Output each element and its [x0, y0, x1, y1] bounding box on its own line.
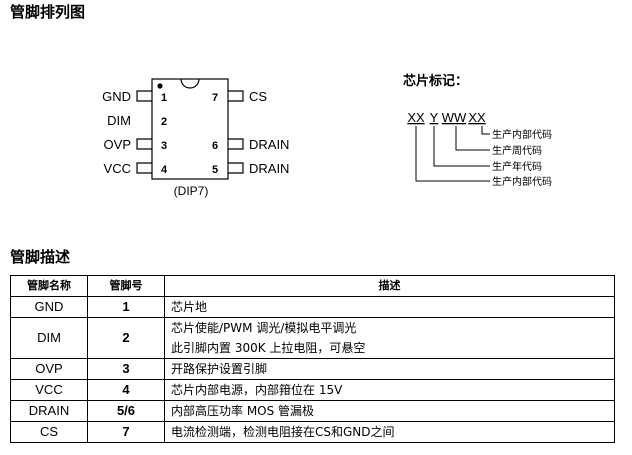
- leader-line-1: [415, 126, 490, 182]
- pin-name-cell: DRAIN: [10, 400, 88, 422]
- marking-legend-week-code: 生产周代码: [492, 144, 542, 157]
- marking-title: 芯片标记：: [403, 74, 469, 89]
- table-header-row: 管脚名称 管脚号 描述: [10, 275, 615, 297]
- pin-name-dim: DIM: [107, 113, 131, 128]
- table-row: DRAIN 5/6 内部高压功率 MOS 管漏极: [10, 400, 615, 422]
- pin-name-cell: OVP: [10, 358, 88, 380]
- pin-description-cell: 内部高压功率 MOS 管漏极: [164, 400, 615, 422]
- description-line: 芯片使能/PWM 调光/模拟电平调光: [171, 321, 357, 335]
- pin-stub-1: [136, 90, 152, 102]
- pin-num-1: 1: [161, 92, 167, 104]
- pin-name-gnd: GND: [102, 89, 131, 104]
- table-row: DIM 2 芯片使能/PWM 调光/模拟电平调光 此引脚内置 300K 上拉电阻…: [10, 317, 615, 359]
- description-line: 内部高压功率 MOS 管漏极: [171, 404, 315, 418]
- pin-name-vcc: VCC: [104, 161, 131, 176]
- pin-name-cell: GND: [10, 296, 88, 318]
- pin-num-2: 2: [161, 116, 167, 128]
- pin-stub-6: [228, 138, 244, 150]
- table-row: CS 7 电流检测端，检测电阻接在CS和GND之间: [10, 421, 615, 443]
- pin-description-cell: 芯片使能/PWM 调光/模拟电平调光 此引脚内置 300K 上拉电阻，可悬空: [164, 317, 615, 359]
- description-section-title: 管脚描述: [10, 248, 71, 266]
- pin-number-cell: 7: [87, 421, 165, 443]
- pin-name-ovp: OVP: [104, 137, 131, 152]
- pin-num-4: 4: [161, 164, 168, 176]
- pin-name-cs: CS: [249, 89, 267, 104]
- pin-stub-4: [136, 162, 152, 174]
- header-description: 描述: [164, 275, 615, 297]
- pinout-section-title: 管脚排列图: [10, 3, 86, 21]
- leader-line-2: [433, 126, 490, 167]
- table-row: OVP 3 开路保护设置引脚: [10, 358, 615, 380]
- pin-name-cell: VCC: [10, 379, 88, 401]
- header-pin-name: 管脚名称: [10, 275, 88, 297]
- marking-legend-internal-code-bottom: 生产内部代码: [492, 175, 552, 188]
- marking-code-ww: WW: [442, 110, 467, 125]
- marking-code-diagram: XX Y WW XX 生产内部代码 生产周代码 生产年代码 生产内部代码: [407, 110, 552, 188]
- chip-body: [151, 78, 229, 180]
- pin-stub-5: [228, 162, 244, 174]
- description-line: 芯片地: [171, 300, 208, 314]
- description-line: 开路保护设置引脚: [171, 362, 268, 376]
- pin-number-cell: 4: [87, 379, 165, 401]
- marking-code-xx-right: XX: [468, 110, 486, 125]
- package-label: (DIP7): [174, 184, 209, 198]
- table-row: GND 1 芯片地: [10, 296, 615, 318]
- pin-number-cell: 3: [87, 358, 165, 380]
- pin-name-cell: DIM: [10, 317, 88, 359]
- table-row: VCC 4 芯片内部电源，内部箝位在 15V: [10, 379, 615, 401]
- pin-stub-3: [136, 138, 152, 150]
- pin-num-5: 5: [212, 164, 218, 176]
- pin-number-cell: 1: [87, 296, 165, 318]
- chip-notch: [180, 78, 200, 89]
- pin-number-cell: 5/6: [87, 400, 165, 422]
- header-pin-number: 管脚号: [87, 275, 165, 297]
- pin-name-drain-5: DRAIN: [249, 161, 289, 176]
- pin-num-7: 7: [212, 92, 218, 104]
- marking-legend-internal-code-top: 生产内部代码: [492, 128, 552, 141]
- marking-code-y: Y: [430, 110, 439, 125]
- pin-num-3: 3: [161, 140, 167, 152]
- description-line: 芯片内部电源，内部箝位在 15V: [171, 383, 343, 397]
- marking-legend-year-code: 生产年代码: [492, 160, 542, 173]
- description-line: 电流检测端，检测电阻接在CS和GND之间: [171, 425, 395, 439]
- pin-number-cell: 2: [87, 317, 165, 359]
- pin1-dot: [157, 83, 163, 89]
- pin-description-cell: 电流检测端，检测电阻接在CS和GND之间: [164, 421, 615, 443]
- leader-line-4: [481, 126, 490, 135]
- dip7-package-diagram: GND DIM OVP VCC 1 2 3 4 7 6 5 CS DRAIN D…: [102, 78, 289, 198]
- pin-stub-7: [228, 90, 244, 102]
- pin-description-cell: 芯片内部电源，内部箝位在 15V: [164, 379, 615, 401]
- pin-description-cell: 开路保护设置引脚: [164, 358, 615, 380]
- pin-description-cell: 芯片地: [164, 296, 615, 318]
- pin-name-drain-6: DRAIN: [249, 137, 289, 152]
- pin-num-6: 6: [212, 140, 218, 152]
- leader-line-3: [455, 126, 490, 151]
- marking-code-xx-left: XX: [407, 110, 425, 125]
- description-line: 此引脚内置 300K 上拉电阻，可悬空: [171, 341, 366, 355]
- pin-description-table: 管脚名称 管脚号 描述 GND 1 芯片地 DIM 2 芯片使能/PWM 调光/…: [10, 275, 615, 443]
- pin-name-cell: CS: [10, 421, 88, 443]
